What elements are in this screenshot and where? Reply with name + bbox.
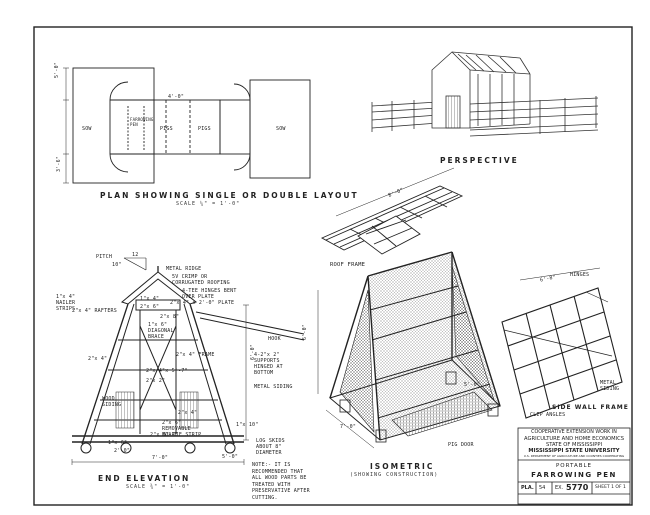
elev-hinges: 4-TEE HINGES BENT OVER PLATE (182, 288, 237, 300)
elev-2x4-a: 2"x 4" (88, 356, 108, 362)
elev-height-6: 6'-0" (250, 343, 256, 360)
plan-sow-right: SOW (276, 126, 286, 132)
elev-plate: 2"x 4" x 2'-0" PLATE (170, 300, 235, 306)
elev-2x2: 2"x 2" (146, 378, 166, 384)
elev-pitch: PITCH (96, 254, 113, 260)
elev-2x4-b: 2"x 4" (178, 410, 198, 416)
side-wall-frame-view (501, 267, 623, 419)
plan-scale: SCALE ¼" = 1'-0" (176, 201, 241, 207)
sheet-border (33, 26, 633, 506)
end-elevation-title: END ELEVATION (98, 474, 191, 483)
tb-sheet: SHEET 1 OF 1 (595, 485, 626, 490)
elev-1x6: 1"x 6" (108, 440, 128, 446)
tb-line2: AGRICULTURE AND HOME ECONOMICS (523, 436, 625, 442)
isometric-subtitle: (SHOWING CONSTRUCTION) (350, 472, 439, 478)
plan-view (63, 67, 311, 184)
elev-log-skids: LOG SKIDS ABOUT 8" DIAMETER (256, 438, 285, 456)
elev-hook: HOOK (268, 336, 281, 342)
isometric-title: ISOMETRIC (370, 462, 435, 471)
elev-metal-ridge: METAL RIDGE (166, 266, 202, 272)
tb-line3: STATE OF MISSISSIPPI (545, 442, 603, 448)
elev-1x4: 1"x 4" (140, 296, 160, 302)
wall-clip-angles: CLIP ANGLES (530, 412, 566, 418)
plan-pigs-left: PIGS (160, 126, 173, 132)
end-elevation-view (71, 257, 305, 465)
elev-removable: 2"x 6" REMOVABLE BOARD (162, 420, 191, 438)
end-elevation-scale: SCALE ¾" = 1'-0" (126, 484, 191, 490)
roof-frame-label: ROOF FRAME (330, 262, 366, 268)
iso-pig-door: PIG DOOR (448, 442, 474, 448)
plan-pigs-right: PIGS (198, 126, 211, 132)
plan-dim-top: 5'-0" (54, 61, 60, 78)
elev-crimp: 5V CRIMP OR CORRUGATED ROOFING (172, 274, 230, 286)
iso-dim-5: 5'-0" (464, 382, 481, 388)
elev-width-7: 7'-0" (152, 455, 169, 461)
tb-line4: MISSISSIPPI STATE UNIVERSITY (528, 448, 620, 454)
perspective-title: PERSPECTIVE (440, 156, 519, 165)
plan-sow-left: SOW (82, 126, 92, 132)
iso-dim-7: 7'-0" (340, 424, 357, 430)
elev-wood-siding: WOOD SIDING (102, 396, 122, 408)
elev-diagonal: 1"x 6" DIAGONAL BRACE (148, 322, 174, 340)
tb-item-2: FARROWING PEN (531, 471, 617, 479)
elev-nailer: 1"x 4" NAILER STRIPS (56, 294, 76, 312)
elev-2x4x5: 2"x 4"x 5'-7" (146, 368, 188, 374)
elev-2x6: 2"x 6" (140, 304, 160, 310)
tb-pla-label: PLA. (521, 485, 534, 491)
isometric-view (317, 251, 501, 449)
elev-metal-siding: METAL SIDING (254, 384, 293, 390)
elev-1x10: 1"x 10" (236, 422, 259, 428)
wall-hinges: HINGES (570, 272, 590, 278)
tb-ex-label: EX. (555, 485, 564, 491)
elev-2x8: 2"x 8" (160, 314, 180, 320)
elev-width-2: 2'-0" (114, 448, 131, 454)
elev-tie-strip: 2"x 6" TIE STRIP (150, 432, 202, 438)
roof-frame-view (320, 167, 464, 255)
perspective-view (371, 51, 599, 137)
elev-supports: 4-2"x 2" SUPPORTS HINGED AT BOTTOM (254, 352, 283, 376)
title-block-frame (517, 427, 631, 505)
tb-item-1: PORTABLE (555, 463, 593, 469)
elev-pitch-run: 12 (132, 252, 139, 258)
plan-dim-mid: 4'-0" (168, 94, 185, 100)
tb-line5: U.S. DEPARTMENT OF AGRICULTURE AND COUNT… (523, 454, 625, 458)
plan-farrowing-label: FARROWING PEN (130, 117, 154, 127)
wall-metal-siding: METAL SIDING (600, 380, 620, 392)
plan-dim-bottom: 3'-6" (56, 155, 62, 172)
iso-dim-6: 6'-0" (302, 323, 308, 340)
tb-pla-value: 54 (539, 485, 546, 491)
side-wall-title: SIDE WALL FRAME (552, 404, 629, 411)
tb-ex-value: 5770 (566, 483, 589, 492)
elev-rafters: 2"x 4" RAFTERS (72, 308, 117, 314)
note-text: NOTE:- IT IS RECOMMENDED THAT ALL WOOD P… (252, 462, 310, 501)
elev-width-5: 5'-0" (222, 454, 239, 460)
elev-frame: 2"x 4" FRAME (176, 352, 215, 358)
plan-title: PLAN SHOWING SINGLE OR DOUBLE LAYOUT (100, 191, 359, 200)
elev-pitch-value: 10" (112, 262, 122, 268)
tb-line1: COOPERATIVE EXTENSION WORK IN (531, 430, 617, 435)
